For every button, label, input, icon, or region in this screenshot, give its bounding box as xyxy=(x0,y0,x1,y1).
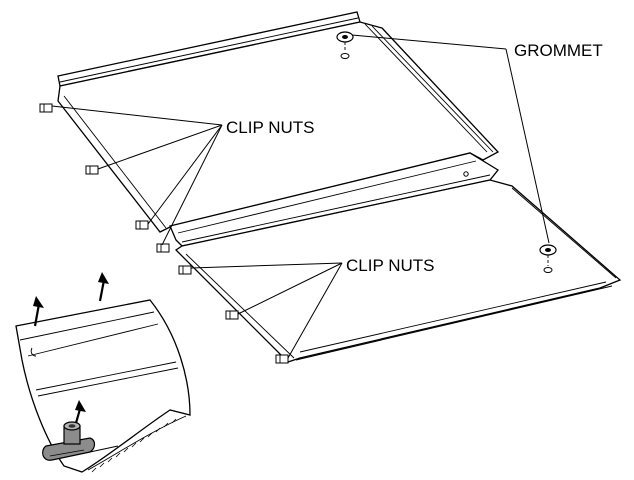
grommet-icon xyxy=(539,244,557,273)
grommet-leaders xyxy=(351,34,550,244)
clip-nuts-upper-leaders xyxy=(51,105,223,246)
clip-nut-icon xyxy=(39,103,53,113)
clip-nuts-lower-label: CLIP NUTS xyxy=(346,256,435,275)
clip-nuts-lower-leaders xyxy=(190,262,343,359)
clip-nuts-upper-set xyxy=(39,103,170,253)
clip-nut-icon xyxy=(225,310,239,320)
lower-panel xyxy=(174,179,622,363)
clip-nuts-upper-label: CLIP NUTS xyxy=(226,118,315,137)
clip-nut-icon xyxy=(275,354,289,364)
clip-nuts-lower-set xyxy=(178,265,289,364)
hatched-edge xyxy=(91,418,177,473)
clip-nut-icon xyxy=(85,165,99,175)
arrow-up-icon xyxy=(33,296,44,327)
grommet-label: GROMMET xyxy=(514,41,603,60)
detail-inset xyxy=(15,299,191,473)
clip-nut-icon xyxy=(178,265,192,275)
arrow-up-icon xyxy=(74,400,86,424)
clip-nut-icon xyxy=(42,421,119,461)
clip-nut-icon xyxy=(156,243,170,253)
arrow-up-icon xyxy=(98,272,109,302)
grommet-icon xyxy=(336,31,354,59)
upper-panel xyxy=(57,11,500,233)
clip-nut-icon xyxy=(135,220,149,230)
